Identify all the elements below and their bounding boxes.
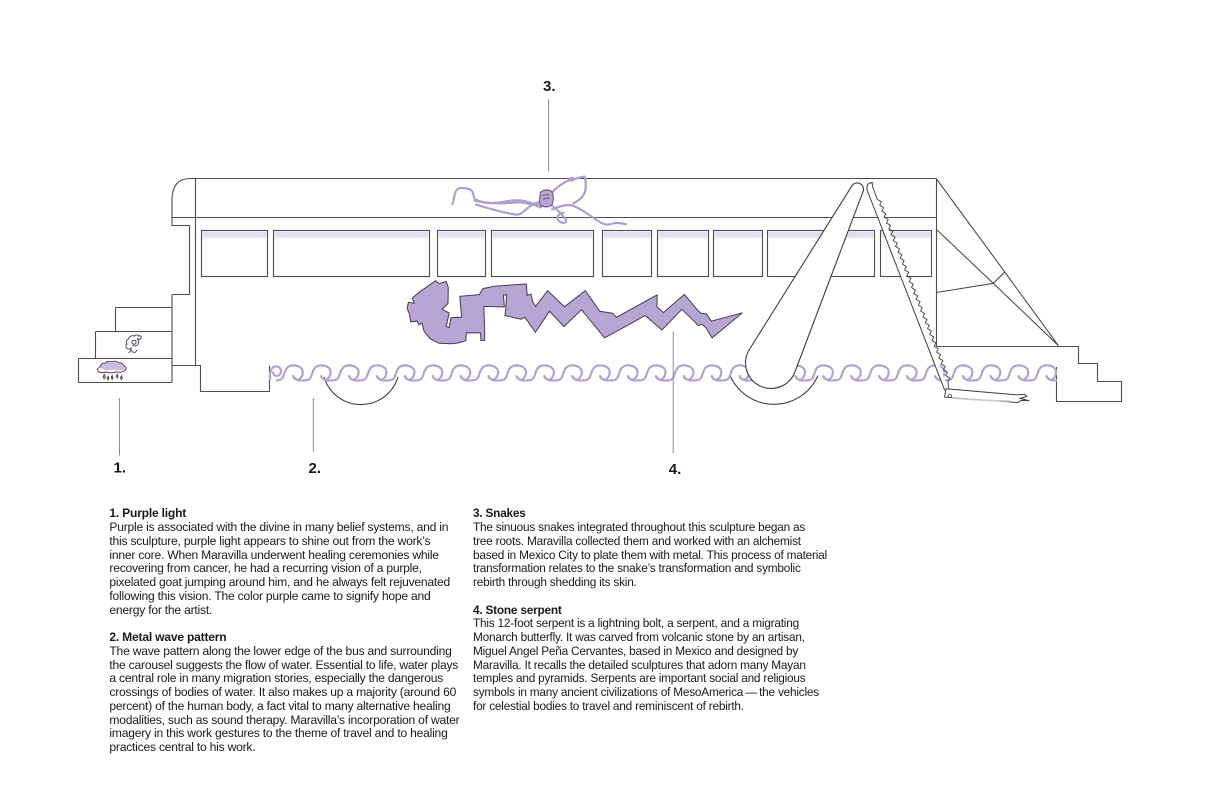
svg-text:4.: 4. (669, 461, 682, 478)
svg-text:1.: 1. (114, 460, 127, 477)
svg-text:2.: 2. (309, 460, 322, 477)
svg-text:3.: 3. (543, 78, 556, 95)
